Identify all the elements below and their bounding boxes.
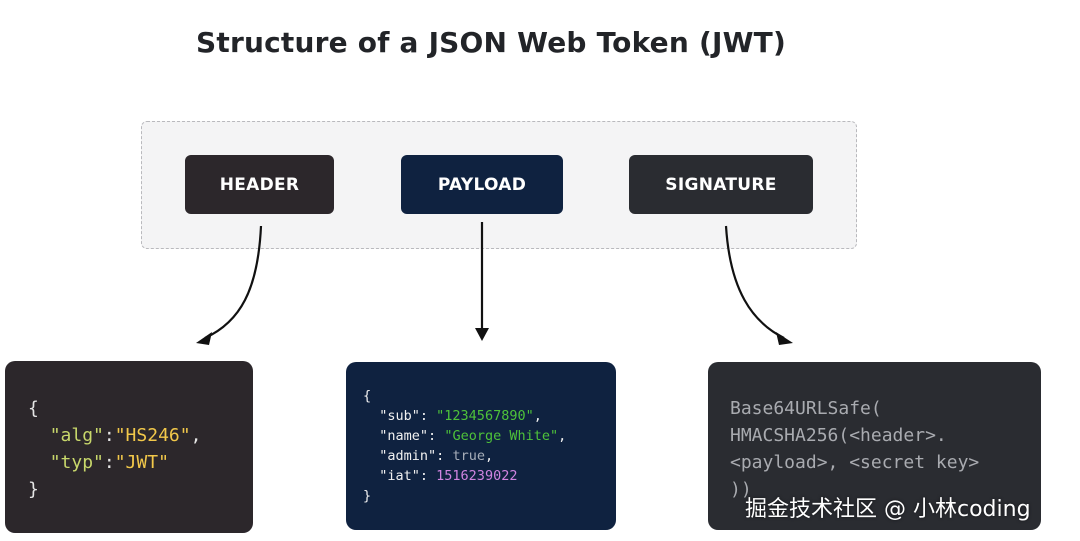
header-part: HEADER	[185, 155, 334, 214]
diagram-title: Structure of a JSON Web Token (JWT)	[196, 26, 786, 59]
name-key: "name"	[379, 428, 429, 444]
code-line: "sub": "1234567890",	[379, 408, 542, 424]
name-value: "George White"	[444, 428, 559, 444]
typ-key: "typ"	[49, 452, 104, 473]
arrowhead-payload	[475, 328, 489, 341]
arrowhead-signature	[776, 332, 793, 345]
admin-key: "admin"	[379, 448, 437, 464]
sub-key: "sub"	[379, 408, 420, 424]
code-line: <payload>, <secret key>	[730, 452, 980, 473]
signature-part: SIGNATURE	[629, 155, 813, 214]
alg-key: "alg"	[49, 425, 104, 446]
admin-value: true	[452, 448, 485, 464]
code-line: Base64URLSafe(	[730, 398, 882, 419]
code-line: {	[28, 395, 253, 422]
brace-open: {	[363, 388, 372, 404]
code-line: "iat": 1516239022	[379, 468, 518, 484]
signature-code-box: Base64URLSafe( HMACSHA256(<header>. <paylo…	[708, 362, 1041, 530]
brace-close: }	[363, 488, 372, 504]
code-line: }	[28, 476, 253, 503]
code-line: "admin": true,	[379, 448, 494, 464]
code-line: HMACSHA256(<header>.	[730, 425, 947, 446]
typ-value: "JWT"	[114, 452, 169, 473]
header-code-box: { "alg":"HS246", "typ":"JWT"}	[5, 361, 253, 533]
payload-code-box: { "sub": "1234567890", "name": "George W…	[346, 362, 616, 530]
iat-key: "iat"	[379, 468, 420, 484]
sub-value: "1234567890"	[436, 408, 534, 424]
brace-close: }	[28, 479, 39, 500]
payload-part: PAYLOAD	[401, 155, 563, 214]
iat-value: 1516239022	[436, 468, 518, 484]
code-line: ))	[730, 479, 752, 500]
brace-open: {	[28, 398, 39, 419]
arrowhead-header	[196, 332, 212, 345]
code-line: "typ":"JWT"	[49, 452, 169, 473]
watermark: 掘金技术社区 @ 小林coding	[745, 497, 1031, 522]
code-line: "alg":"HS246",	[49, 425, 202, 446]
arrow-header	[204, 225, 263, 340]
alg-value: "HS246"	[114, 425, 191, 446]
code-line: "name": "George White",	[379, 428, 567, 444]
code-line: }	[363, 486, 616, 506]
code-line: {	[363, 386, 616, 406]
arrow-signature	[724, 225, 785, 339]
